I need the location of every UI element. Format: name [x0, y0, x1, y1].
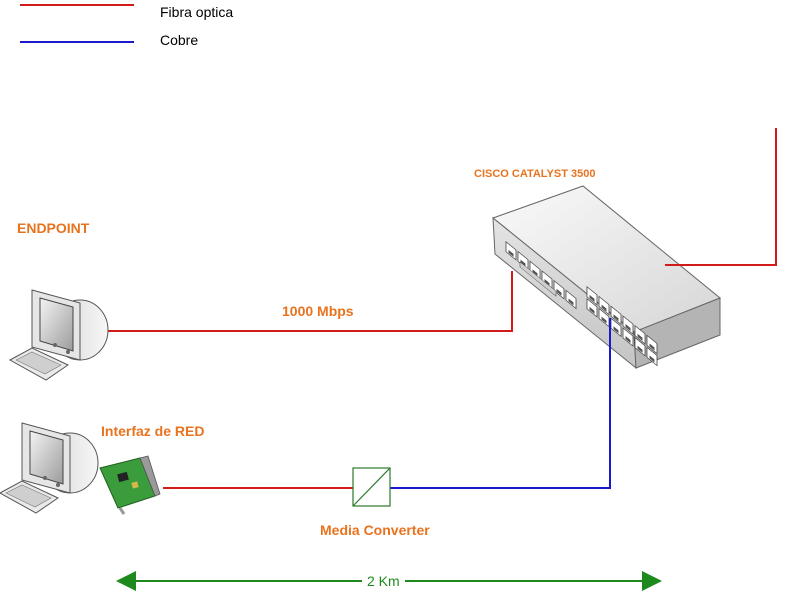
- link-speed-label: 1000 Mbps: [282, 303, 354, 319]
- network-switch-icon: [491, 185, 721, 370]
- legend-copper-label: Cobre: [160, 32, 199, 48]
- network-interface-card-icon: [99, 455, 161, 515]
- desktop-computer-icon: [8, 289, 109, 381]
- endpoint-label: ENDPOINT: [17, 220, 90, 236]
- switch-label: CISCO CATALYST 3500: [474, 168, 596, 180]
- nic-label: Interfaz de RED: [101, 423, 205, 439]
- fiber-link-switch-uplink: [665, 128, 777, 266]
- media-converter-label: Media Converter: [320, 522, 430, 538]
- fiber-link-endpoint-switch: [103, 271, 513, 332]
- copper-link-converter-switch: [390, 318, 611, 489]
- legend-fiber-label: Fibra optica: [160, 4, 234, 20]
- desktop-computer-icon: [0, 422, 99, 514]
- distance-label: 2 Km: [362, 573, 405, 589]
- media-converter-icon: [352, 467, 391, 507]
